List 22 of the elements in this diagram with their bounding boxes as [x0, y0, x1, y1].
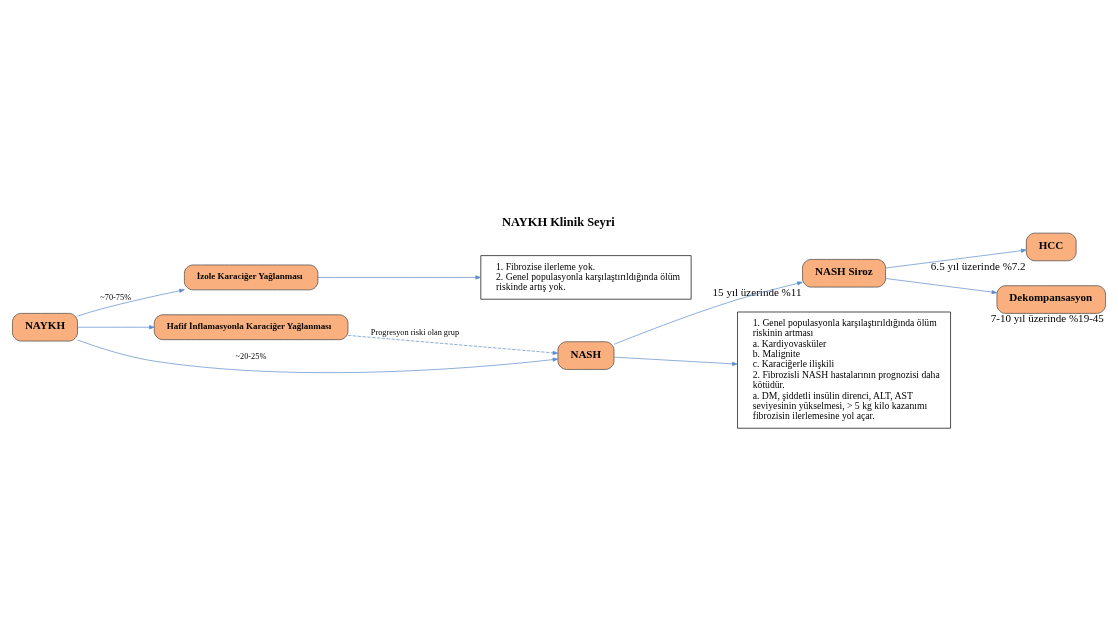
node-box: 1. Genel populasyonla karşılaştırıldığında ölüm riskinin artması a. Kardiyovasküler b. Malignite c. Karaciğerle ilişkili 2. Fibrozisli NASH hastalarının prognozisi daha kötüdür. a. DM, şiddetli insülin direnci, ALT, AST seviyesinin yükselmesi, > 5 kg kilo kazanımı fibrozisin ilerlemesine yol açar.	[737, 311, 951, 429]
arrow	[77, 339, 559, 373]
node-box: 1. Fibrozise ilerleme yok. 2. Genel populasyonla karşılaştırıldığında ölüm riskinde artış yok.	[480, 254, 692, 300]
arrow	[613, 356, 738, 366]
arrow	[613, 280, 803, 345]
node-box: Hafif İnflamasyonla Karaciğer Yağlanması	[153, 313, 349, 340]
diagram-title: NAYKH Klinik Seyri	[501, 214, 615, 229]
arrow	[77, 288, 185, 316]
arrow	[77, 324, 155, 329]
node-label: 6.5 yıl üzerinde %7.2	[930, 259, 1026, 272]
node-box: NASH Siroz	[802, 258, 886, 287]
arrow	[347, 334, 559, 355]
node-label: 7-10 yıl üzerinde %19-45	[990, 311, 1104, 324]
arrow	[885, 277, 998, 294]
node-box: Dekompansasyon	[996, 284, 1106, 314]
arrow	[317, 274, 481, 279]
node-box: NAYKH	[12, 312, 78, 341]
arrow	[885, 248, 1027, 268]
node-box: HCC	[1026, 232, 1077, 261]
node-label: 15 yıl üzerinde %11	[712, 285, 802, 298]
node-box: NASH	[557, 340, 615, 370]
node-box: İzole Karaciğer Yağlanması	[184, 264, 319, 290]
